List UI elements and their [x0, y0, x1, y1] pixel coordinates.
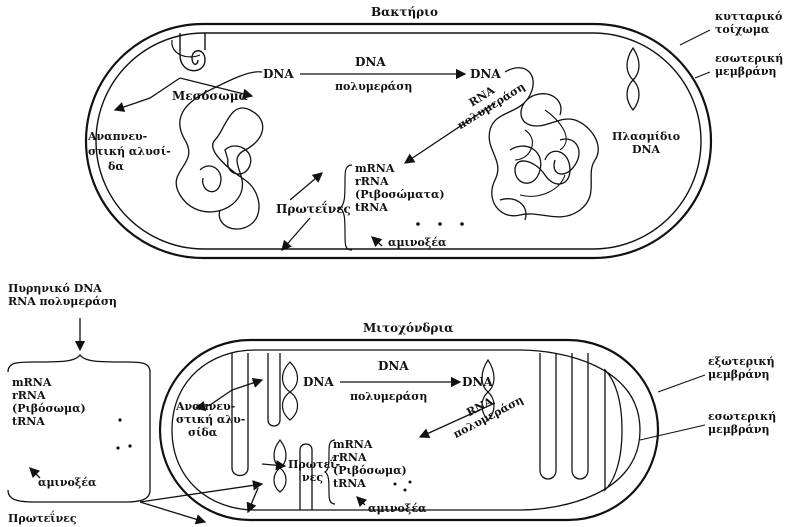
bacterium-inner-membrane [96, 33, 701, 249]
mitochondrion-dna-right: DNA [462, 376, 493, 389]
mesosome [180, 33, 205, 71]
amino-acid-arrow [372, 237, 382, 246]
mitochondrion-inner-membrane-label: εσωτερική μεμβράνη [708, 410, 776, 436]
bacterium-cell-wall-label: κυτταρικό τοίχωμα [715, 10, 782, 36]
protein-arrow-up [290, 173, 322, 200]
mesosome-arrow [115, 78, 180, 110]
mitochondrion-proteins-label: Πρωτεΐ- νες [288, 458, 340, 484]
bacterium-proteins-label: Πρωτεΐνες [276, 203, 351, 216]
plasmid-label: Πλασμίδιο DNA [612, 130, 680, 156]
cristae [232, 353, 622, 510]
cytoplasm-rna-list: mRNA rRNA (Ριβόσωμα) tRNA [12, 376, 86, 428]
protein-arrow-down [282, 218, 310, 250]
mitochondrion-polymerase-label: πολυμεράση [350, 390, 427, 403]
mitochondrion-respiratory-chain-label: Αναπνευ- στική αλυ- σίδα [176, 400, 245, 439]
bacterium-polymerase-label: πολυμεράση [335, 80, 412, 93]
bacterium-respiratory-chain-label: Αναπνευ- στική αλυσί- δα [88, 130, 171, 173]
mitochondrion-outer-membrane-label: εξωτερική μεμβράνη [708, 355, 775, 381]
cytoplasm-proteins-label: Πρωτεΐνες [8, 512, 77, 525]
bacterium-dna-left: DNA [263, 68, 294, 81]
mito-dna-left [283, 362, 298, 420]
bacterium-amino-acids-label: αμινοξέα [388, 236, 446, 249]
cytoplasm-amino-acids-label: αμινοξέα [38, 476, 96, 489]
plasmid-dna [627, 48, 639, 110]
mesosome-label: Μεσόσωμα [172, 90, 248, 103]
bacterium-title: Βακτήριο [371, 6, 438, 19]
nuclear-dna-label: Πυρηνικό DNA RNA πολυμεράση [8, 282, 117, 308]
bacterium-rna-list: mRNA rRNA (Ριβοσώματα) tRNA [355, 162, 445, 214]
bacterial-chromosome-left [176, 90, 263, 229]
mitochondrion-rna-list: mRNA rRNA (Ριβόσωμα) tRNA [333, 438, 407, 490]
mitochondrion-dna-left: DNA [303, 376, 334, 389]
mitochondrion-amino-acids-label: αμινοξέα [368, 502, 426, 515]
mitochondrion-dna-mid: DNA [378, 360, 409, 373]
cytoplasm-dots [116, 222, 463, 491]
bacterium-dna-mid: DNA [355, 56, 386, 69]
bacterium-inner-membrane-label: εσωτερική μεμβράνη [715, 52, 783, 78]
mitochondrion-title: Μιτοχόνδρια [363, 322, 453, 335]
